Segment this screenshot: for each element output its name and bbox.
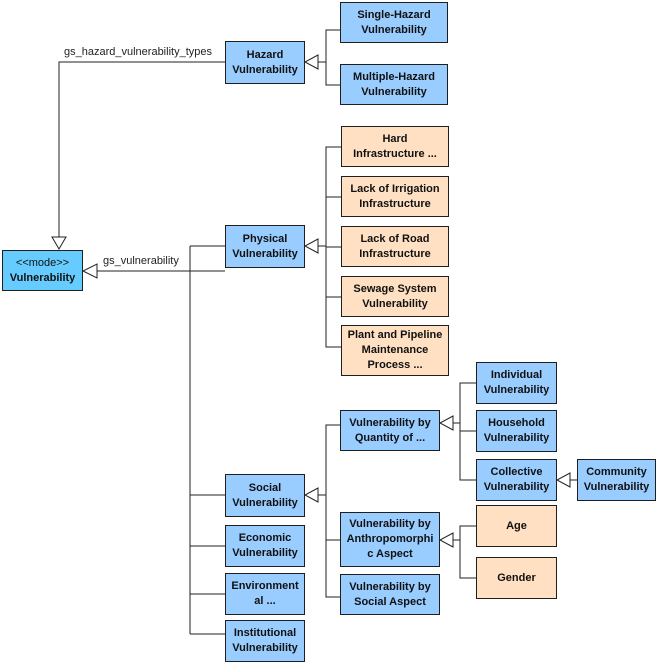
node-label: Plant and Pipeline Maintenance Process .… bbox=[347, 329, 443, 371]
node-label: Vulnerability by Social Aspect bbox=[349, 580, 431, 608]
anthropomorphic-vulnerability-class[interactable]: Vulnerability by Anthropomorphi c Aspect bbox=[340, 512, 440, 567]
arrowhead-anthropomorphic bbox=[438, 532, 454, 548]
node-label: Individual Vulnerability bbox=[483, 369, 550, 396]
node-label: Hard Infrastructure ... bbox=[353, 132, 437, 160]
root-stereotype: <<mode>> bbox=[15, 256, 70, 269]
node-label: Vulnerability by Anthropomorphi c Aspect bbox=[346, 518, 434, 560]
node-label: Community Vulnerability bbox=[583, 466, 650, 493]
arrowhead-social bbox=[303, 487, 319, 503]
physical-vulnerability-class[interactable]: Physical Vulnerability bbox=[225, 225, 305, 268]
node-label: Environment al ... bbox=[231, 580, 299, 607]
root-name: Vulnerability bbox=[9, 271, 76, 284]
node-label: Physical Vulnerability bbox=[232, 232, 298, 260]
edge-label-vulnerability: gs_vulnerability bbox=[103, 255, 179, 267]
lack-of-irrigation-class[interactable]: Lack of Irrigation Infrastructure bbox=[341, 176, 449, 217]
node-label: Lack of Irrigation Infrastructure bbox=[350, 182, 440, 210]
arrowhead-root-top bbox=[51, 236, 67, 250]
arrowhead-quantity bbox=[438, 415, 454, 431]
arrowhead-hazard bbox=[303, 54, 319, 70]
lack-of-road-class[interactable]: Lack of Road Infrastructure bbox=[341, 226, 449, 267]
edge-social-children bbox=[325, 424, 340, 598]
arrowhead-collective bbox=[555, 472, 571, 488]
node-label: Vulnerability by Quantity of ... bbox=[349, 416, 431, 444]
edge-hazard-children bbox=[325, 29, 340, 86]
node-label: Economic Vulnerability bbox=[232, 532, 298, 559]
edge-label-hazard-types: gs_hazard_vulnerability_types bbox=[64, 46, 212, 58]
node-label: Gender bbox=[497, 571, 536, 584]
environmental-vulnerability-class[interactable]: Environment al ... bbox=[225, 573, 305, 615]
institutional-vulnerability-class[interactable]: Institutional Vulnerability bbox=[225, 620, 305, 662]
individual-vulnerability-class[interactable]: Individual Vulnerability bbox=[476, 362, 557, 404]
collective-vulnerability-class[interactable]: Collective Vulnerability bbox=[476, 459, 557, 501]
node-label: Hazard Vulnerability bbox=[232, 48, 298, 76]
sewage-system-class[interactable]: Sewage System Vulnerability bbox=[341, 276, 449, 317]
arrowhead-root-right bbox=[81, 263, 98, 279]
plant-pipeline-class[interactable]: Plant and Pipeline Maintenance Process .… bbox=[341, 325, 449, 376]
household-vulnerability-class[interactable]: Household Vulnerability bbox=[476, 410, 557, 452]
multiple-hazard-vulnerability-class[interactable]: Multiple-Hazard Vulnerability bbox=[340, 64, 448, 105]
node-label: Age bbox=[506, 519, 527, 532]
age-class[interactable]: Age bbox=[476, 505, 557, 547]
node-label: Institutional Vulnerability bbox=[232, 627, 298, 654]
single-hazard-vulnerability-class[interactable]: Single-Hazard Vulnerability bbox=[340, 2, 448, 43]
vulnerability-root-class[interactable]: <<mode>> Vulnerability bbox=[2, 250, 83, 291]
node-label: Sewage System Vulnerability bbox=[353, 282, 437, 310]
node-label: Social Vulnerability bbox=[232, 481, 298, 509]
arrowhead-physical bbox=[303, 238, 319, 254]
node-label: Lack of Road Infrastructure bbox=[359, 232, 431, 260]
social-aspect-vulnerability-class[interactable]: Vulnerability by Social Aspect bbox=[340, 574, 440, 615]
edge-vulnerability-trunk bbox=[189, 270, 225, 634]
social-vulnerability-class[interactable]: Social Vulnerability bbox=[225, 474, 305, 517]
node-label: Single-Hazard Vulnerability bbox=[357, 8, 431, 36]
edge-anthropomorphic-children bbox=[459, 525, 476, 579]
hazard-vulnerability-class[interactable]: Hazard Vulnerability bbox=[225, 41, 305, 84]
node-label: Collective Vulnerability bbox=[483, 466, 550, 493]
gender-class[interactable]: Gender bbox=[476, 557, 557, 599]
community-vulnerability-class[interactable]: Community Vulnerability bbox=[577, 459, 656, 501]
node-label: Multiple-Hazard Vulnerability bbox=[353, 70, 435, 98]
edge-hazard-to-root bbox=[58, 61, 225, 237]
economic-vulnerability-class[interactable]: Economic Vulnerability bbox=[225, 525, 305, 567]
quantity-vulnerability-class[interactable]: Vulnerability by Quantity of ... bbox=[340, 410, 440, 451]
hard-infrastructure-class[interactable]: Hard Infrastructure ... bbox=[341, 126, 449, 167]
node-label: Household Vulnerability bbox=[483, 417, 550, 444]
